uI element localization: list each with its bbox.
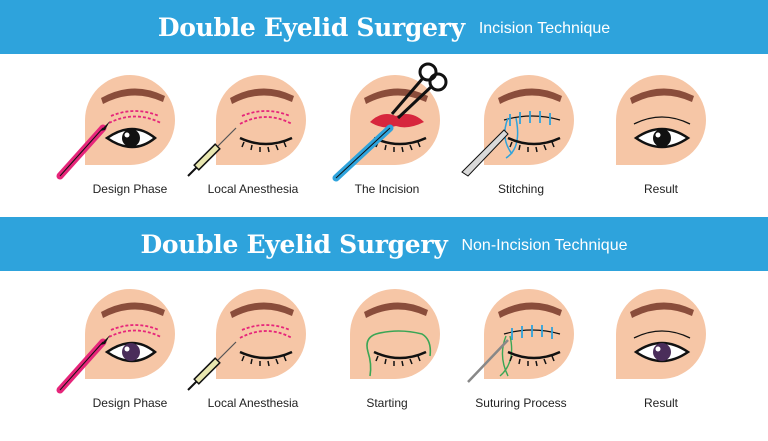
eye-icon: [104, 341, 157, 363]
incision-title: Double Eyelid Surgery: [157, 12, 465, 42]
incision-step-design: Design Phase: [55, 58, 205, 208]
skin-patch: [484, 75, 574, 165]
skin-patch: [484, 289, 574, 379]
eyebrow: [630, 88, 694, 104]
step-caption: Design Phase: [92, 396, 168, 410]
skin-patch: [85, 289, 175, 379]
non-incision-step-anesthesia: Local Anesthesia: [178, 272, 328, 422]
non-incision-title: Double Eyelid Surgery: [140, 229, 448, 259]
skin-patch: [616, 289, 706, 379]
eyelid-crease: [633, 116, 691, 125]
eye-icon: [104, 127, 157, 149]
incision-step-incision: The Incision: [312, 58, 462, 208]
skin-patch: [216, 289, 306, 379]
forceps-icon: [461, 129, 509, 177]
stitches: [509, 111, 551, 126]
skin-patch: [350, 289, 440, 379]
step-caption: Suturing Process: [475, 396, 567, 410]
scissors-icon: [390, 62, 448, 120]
closed-eye-icon: [239, 136, 293, 153]
step-caption: The Incision: [354, 182, 420, 196]
step-caption: Design Phase: [92, 182, 168, 196]
eyebrow: [230, 302, 294, 318]
syringe-icon: [187, 341, 237, 391]
pencil-icon: [56, 121, 110, 180]
eye-icon: [633, 127, 691, 149]
incision-wound: [370, 114, 424, 128]
green-thread: [366, 330, 432, 357]
eyebrow: [498, 88, 562, 104]
eye-icon: [633, 341, 691, 363]
eyebrow: [101, 88, 165, 104]
step-caption: Result: [643, 396, 678, 410]
skin-patch: [216, 75, 306, 165]
closed-eye-icon: [507, 136, 561, 153]
non-incision-step-result: Result: [586, 272, 736, 422]
step-caption: Local Anesthesia: [207, 396, 299, 410]
scalpel-icon: [332, 124, 394, 182]
non-incision-step-suturing: Suturing Process: [446, 272, 596, 422]
closed-eye-icon: [239, 350, 293, 367]
skin-patch: [616, 75, 706, 165]
pencil-icon: [56, 335, 110, 394]
incision-subtitle: Incision Technique: [478, 20, 611, 37]
stitches: [511, 325, 553, 340]
non-incision-step-design: Design Phase: [55, 272, 205, 422]
non-incision-subtitle: Non-Incision Technique: [461, 237, 628, 254]
non-incision-step-starting: Starting: [312, 272, 462, 422]
design-line: [239, 324, 293, 339]
eyebrow: [101, 302, 165, 318]
eyebrow: [230, 88, 294, 104]
incision-step-stitching: Stitching: [446, 58, 596, 208]
step-caption: Stitching: [497, 182, 545, 196]
incision-banner: Double Eyelid Surgery Incision Technique: [0, 0, 768, 54]
syringe-icon: [187, 127, 237, 177]
suture-line: [503, 115, 561, 121]
closed-eye-icon: [507, 350, 561, 367]
step-caption: Starting: [366, 396, 408, 410]
eyebrow: [630, 302, 694, 318]
step-caption: Result: [643, 182, 678, 196]
design-line: [108, 110, 162, 124]
needle-icon: [467, 339, 509, 383]
closed-eye-icon: [373, 350, 427, 367]
incision-step-anesthesia: Local Anesthesia: [178, 58, 328, 208]
design-line: [239, 110, 293, 125]
design-line: [108, 324, 162, 338]
eyebrow: [364, 302, 428, 318]
non-incision-banner: Double Eyelid Surgery Non-Incision Techn…: [0, 217, 768, 271]
step-caption: Local Anesthesia: [207, 182, 299, 196]
eyelid-crease: [633, 330, 691, 339]
eyebrow: [498, 302, 562, 318]
incision-step-result: Result: [586, 58, 736, 208]
skin-patch: [85, 75, 175, 165]
